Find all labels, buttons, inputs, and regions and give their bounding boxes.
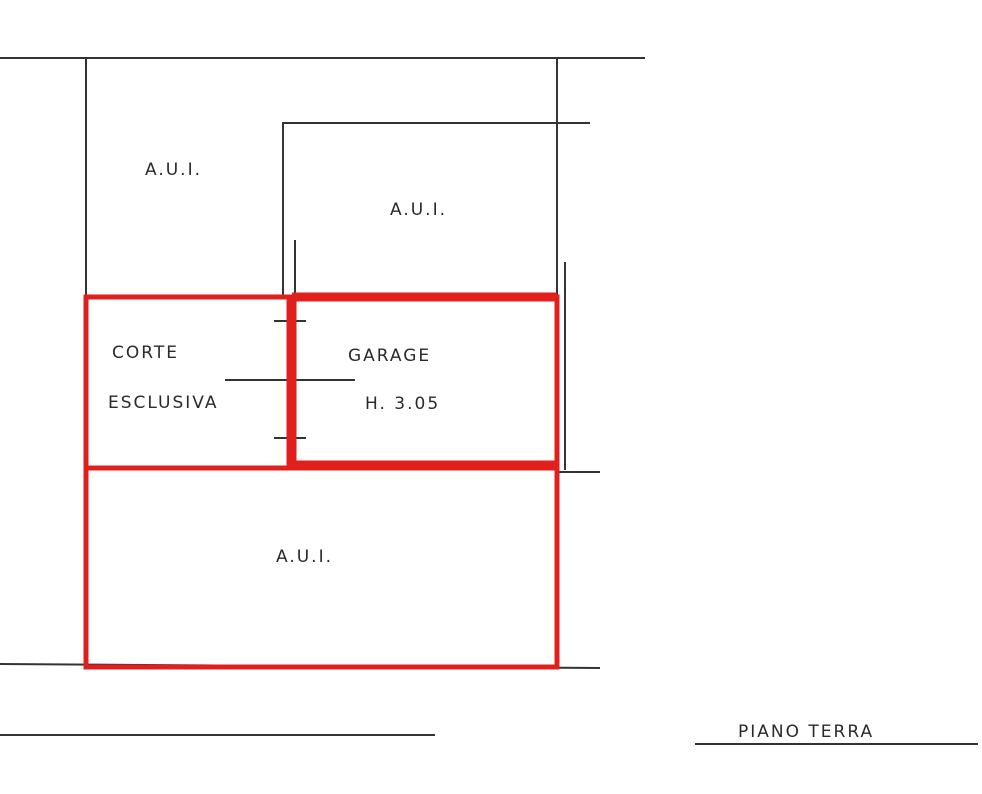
- aui-top-right-outline: [282, 122, 590, 295]
- room-label-aui-top-left: A.U.I.: [145, 160, 202, 180]
- room-label-garage: GARAGE: [348, 346, 431, 366]
- floor-label: PIANO TERRA: [738, 722, 874, 742]
- room-label-corte: CORTE: [112, 343, 179, 363]
- room-label-aui-bottom: A.U.I.: [276, 547, 333, 567]
- red-highlight-outlines: [83, 292, 560, 670]
- room-label-aui-top-right: A.U.I.: [390, 200, 447, 220]
- garage-height: H. 3.05: [365, 394, 440, 414]
- garage-wall-thick: [287, 297, 557, 470]
- room-label-esclusiva: ESCLUSIVA: [108, 393, 218, 413]
